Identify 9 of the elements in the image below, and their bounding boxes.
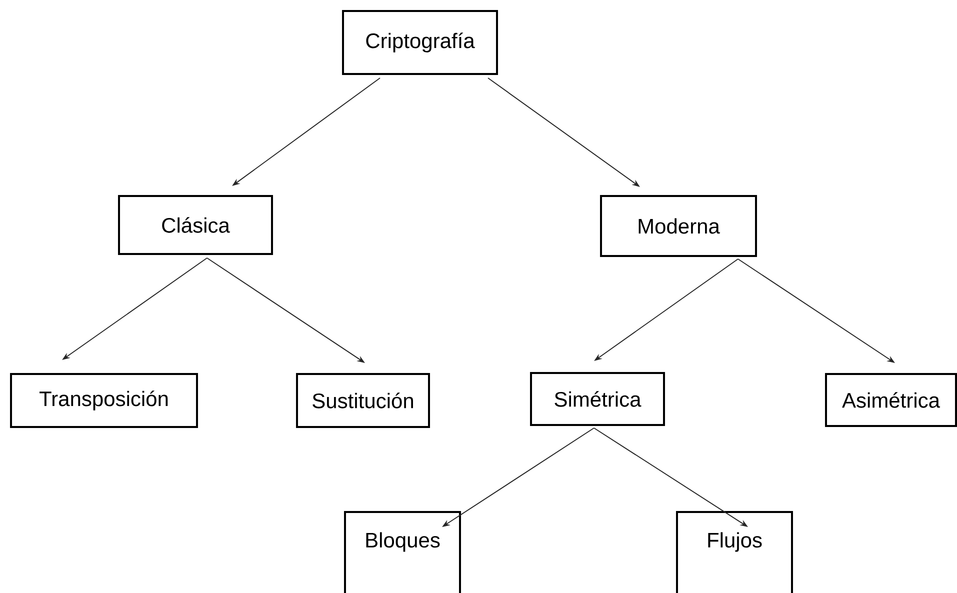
box: Criptografía bbox=[342, 10, 498, 75]
box: Flujos bbox=[676, 510, 793, 593]
box: Asimétrica bbox=[825, 372, 957, 427]
box: Moderna bbox=[600, 194, 757, 257]
box: Simétrica bbox=[530, 372, 665, 426]
box: Clásica bbox=[118, 194, 273, 255]
box: Bloques bbox=[344, 510, 461, 593]
box: Sustitución bbox=[296, 372, 430, 428]
box: Transposición bbox=[10, 372, 198, 428]
